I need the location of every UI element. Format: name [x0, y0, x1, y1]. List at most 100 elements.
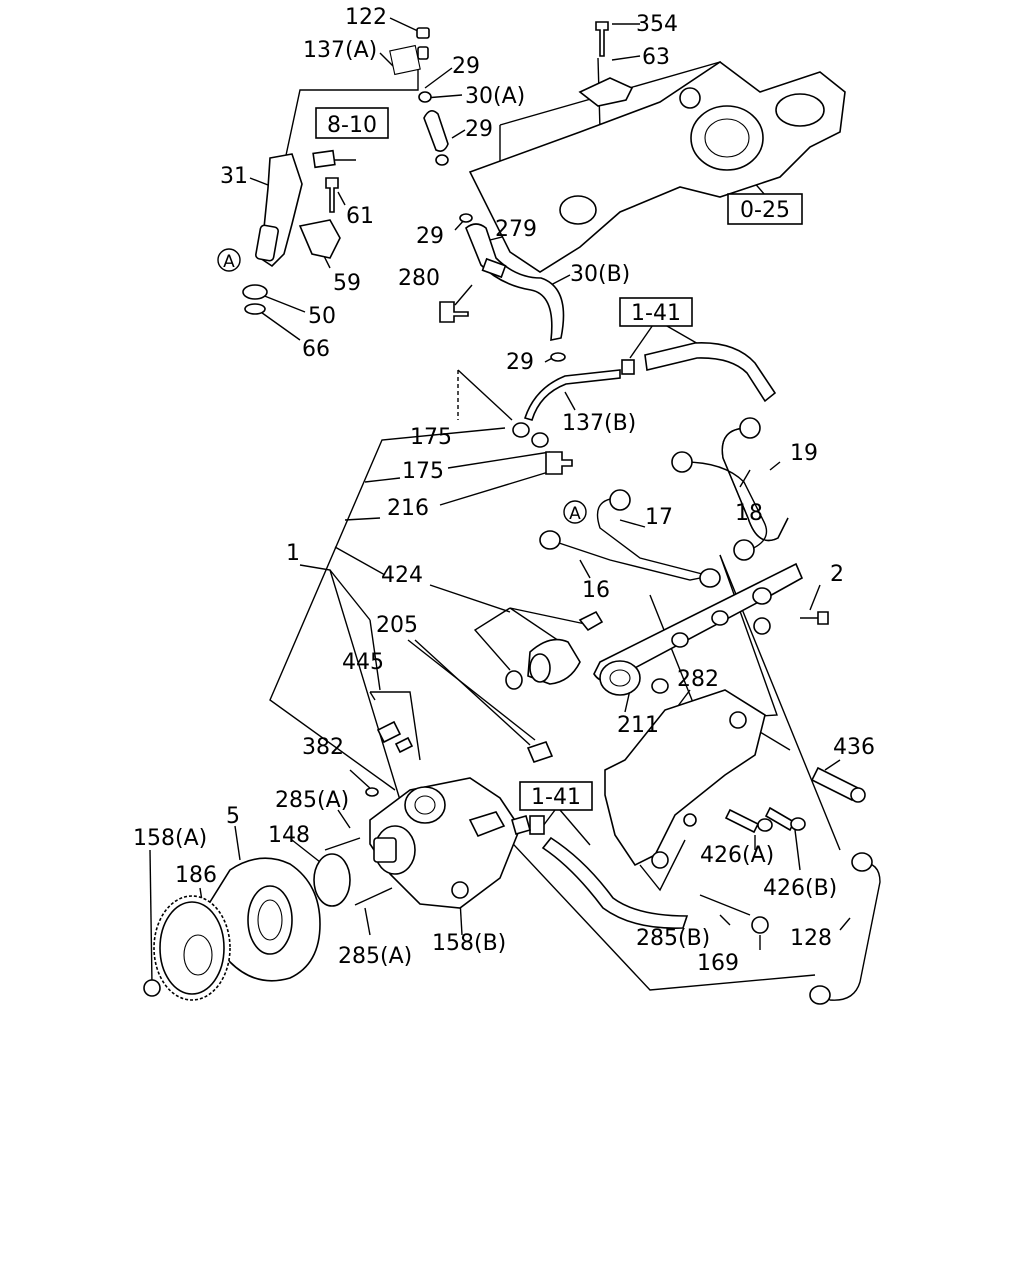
callout-59: 59	[333, 271, 361, 296]
ref-label-1-41-top: 1-41	[631, 301, 681, 326]
callout-175-b: 175	[402, 459, 444, 484]
stud-part-285b	[699, 894, 751, 916]
callout-445: 445	[342, 650, 384, 675]
gear-part-186	[153, 895, 231, 1001]
clip-part-29c	[459, 213, 473, 223]
callout-211: 211	[617, 713, 659, 738]
bracket-part-282	[604, 689, 766, 867]
injection-pipe-part-16	[549, 539, 711, 581]
callout-354: 354	[636, 12, 678, 37]
clip-part-29d	[550, 352, 566, 362]
callout-285b: 285(B)	[636, 926, 710, 951]
callout-282: 282	[677, 667, 719, 692]
ref-label-0-25: 0-25	[740, 198, 790, 223]
hose-part-1-41-bottom	[541, 836, 689, 929]
parts	[143, 21, 881, 1005]
clip-part-29b	[435, 154, 449, 166]
svg-text:A: A	[223, 252, 235, 272]
bolt-part-61	[325, 177, 339, 213]
ref-label-1-41-bottom: 1-41	[531, 785, 581, 810]
washer-part-175b	[531, 432, 549, 448]
ref-box-0-25: 0-25	[727, 193, 803, 225]
o-ring-part-148	[313, 853, 351, 907]
callout-2: 2	[830, 562, 844, 587]
o-ring-part-382	[365, 787, 379, 797]
callout-186: 186	[175, 863, 217, 888]
callout-29-d: 29	[506, 350, 534, 375]
clip-part-1-41	[621, 359, 635, 375]
manifold-outlet-port	[775, 93, 825, 127]
callout-5: 5	[226, 804, 240, 829]
connector-part-8-10	[312, 149, 336, 169]
circle-marker-a-pipe: A	[563, 500, 587, 524]
banjo-bolt-part-216	[545, 451, 573, 475]
ref-box-8-10: 8-10	[315, 107, 389, 139]
injection-pipe-part-18	[683, 461, 768, 553]
cap-part-122	[416, 27, 430, 39]
callout-61: 61	[346, 204, 374, 229]
callout-137a: 137(A)	[303, 38, 377, 63]
clip-part-29	[418, 91, 432, 103]
callout-148: 148	[268, 823, 310, 848]
callout-29-b: 29	[465, 117, 493, 142]
nut-part-158b	[451, 881, 469, 899]
callout-436: 436	[833, 735, 875, 760]
callout-66: 66	[302, 337, 330, 362]
clamp-part-59	[298, 219, 341, 259]
leader-lines	[149, 17, 851, 991]
ref-box-1-41-bottom: 1-41	[519, 781, 593, 811]
callout-128: 128	[790, 926, 832, 951]
callout-1: 1	[286, 541, 300, 566]
callout-279: 279	[495, 217, 537, 242]
callout-158b: 158(B)	[432, 931, 506, 956]
callout-122: 122	[345, 5, 387, 30]
callout-426b: 426(B)	[763, 876, 837, 901]
callout-29-a: 29	[452, 54, 480, 79]
bolt-part-280	[439, 301, 469, 323]
callout-175-a: 175	[410, 425, 452, 450]
clamp-part-279	[481, 257, 507, 279]
valve-part-445	[376, 720, 402, 744]
hose-part-30b	[465, 223, 565, 341]
callout-18: 18	[735, 501, 763, 526]
sensor-part-205	[526, 741, 554, 763]
stud-part-436	[810, 766, 860, 802]
callout-280: 280	[398, 266, 440, 291]
fitting-part-137a	[417, 46, 429, 60]
washer-part-175a	[512, 422, 530, 438]
bracket-part-63	[578, 77, 634, 107]
bolt-part-426b	[764, 806, 796, 832]
bolt-part-2	[800, 611, 829, 625]
circle-marker-a-injector: A	[217, 248, 241, 272]
callout-216: 216	[387, 496, 429, 521]
callout-29-c: 29	[416, 224, 444, 249]
tag-part-137a	[389, 44, 421, 76]
washer-part-66	[244, 303, 266, 315]
gasket-part-424	[505, 670, 523, 690]
callout-63: 63	[642, 45, 670, 70]
stud-part-285a-upper	[324, 837, 361, 851]
callout-30a: 30(A)	[465, 84, 525, 109]
nut-part-158a	[143, 979, 161, 997]
clip-part-1-41b	[529, 815, 545, 835]
bolt-part-354	[595, 21, 609, 57]
callout-285a-lower: 285(A)	[338, 944, 412, 969]
ref-box-1-41-top: 1-41	[619, 297, 693, 327]
callout-169: 169	[697, 951, 739, 976]
callout-31: 31	[220, 164, 248, 189]
callout-158a: 158(A)	[133, 826, 207, 851]
return-pipe-part-137b	[523, 369, 621, 421]
callout-137b: 137(B)	[562, 411, 636, 436]
callout-426a: 426(A)	[700, 843, 774, 868]
bolt-part-426a	[724, 808, 760, 834]
callout-17: 17	[645, 505, 673, 530]
callout-424: 424	[381, 563, 423, 588]
svg-text:A: A	[569, 504, 581, 524]
callout-16: 16	[582, 578, 610, 603]
ref-label-8-10: 8-10	[327, 113, 377, 138]
ring-part-50	[242, 284, 268, 300]
stud-part-285a-lower	[354, 887, 393, 906]
hose-part-1-41-top	[644, 342, 777, 403]
hose-part-30a	[423, 110, 449, 152]
